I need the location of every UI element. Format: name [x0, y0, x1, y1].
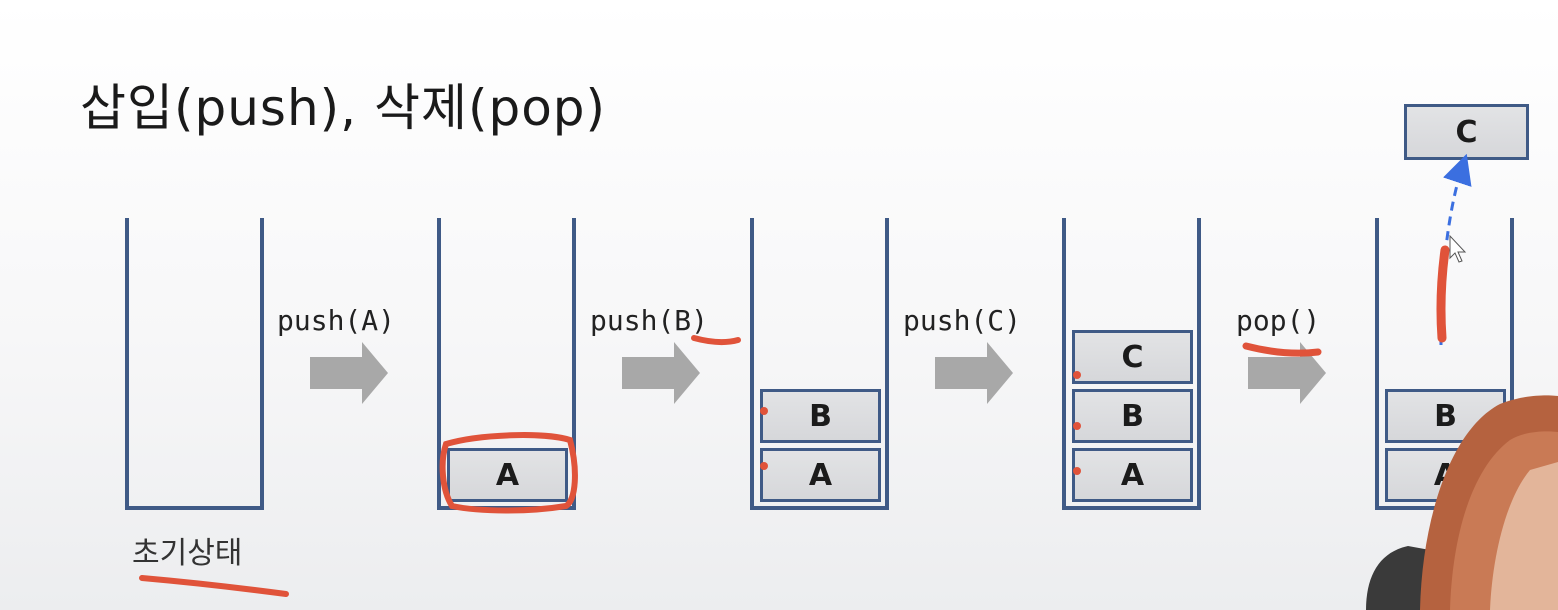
stack-item-a: A	[1072, 448, 1193, 502]
annotation-dot	[1073, 467, 1081, 475]
annotation-underline-pop	[1242, 342, 1322, 357]
op-label-push-a: push(A)	[277, 304, 396, 337]
stack-initial	[125, 218, 264, 510]
annotation-dot	[760, 407, 768, 415]
transition-arrow-icon	[1248, 342, 1326, 404]
stack-item-c: C	[1072, 330, 1193, 384]
op-label-push-b: push(B)	[590, 304, 709, 337]
annotation-underline-caption	[139, 575, 289, 597]
stack-after-push-c: A B C	[1062, 218, 1201, 510]
page-title: 삽입(push), 삭제(pop)	[80, 79, 607, 137]
annotation-stroke-pop	[1436, 245, 1450, 343]
presenter-webcam-overlay	[1366, 395, 1558, 610]
annotation-circle-a	[439, 432, 578, 514]
stack-after-push-b: A B	[750, 218, 889, 510]
stack-item-b: B	[760, 389, 881, 443]
stack-item-a: A	[447, 448, 568, 502]
transition-arrow-icon	[310, 342, 388, 404]
stack-item-b: B	[1072, 389, 1193, 443]
annotation-dot	[1073, 422, 1081, 430]
op-label-push-c: push(C)	[903, 304, 1022, 337]
transition-arrow-icon	[622, 342, 700, 404]
annotation-dot	[760, 462, 768, 470]
initial-state-caption: 초기상태	[132, 536, 243, 571]
op-label-pop: pop()	[1236, 304, 1321, 337]
stack-item-a: A	[760, 448, 881, 502]
annotation-underline-b	[691, 335, 741, 346]
transition-arrow-icon	[935, 342, 1013, 404]
cursor-icon	[1449, 234, 1467, 263]
annotation-dot	[1073, 371, 1081, 379]
